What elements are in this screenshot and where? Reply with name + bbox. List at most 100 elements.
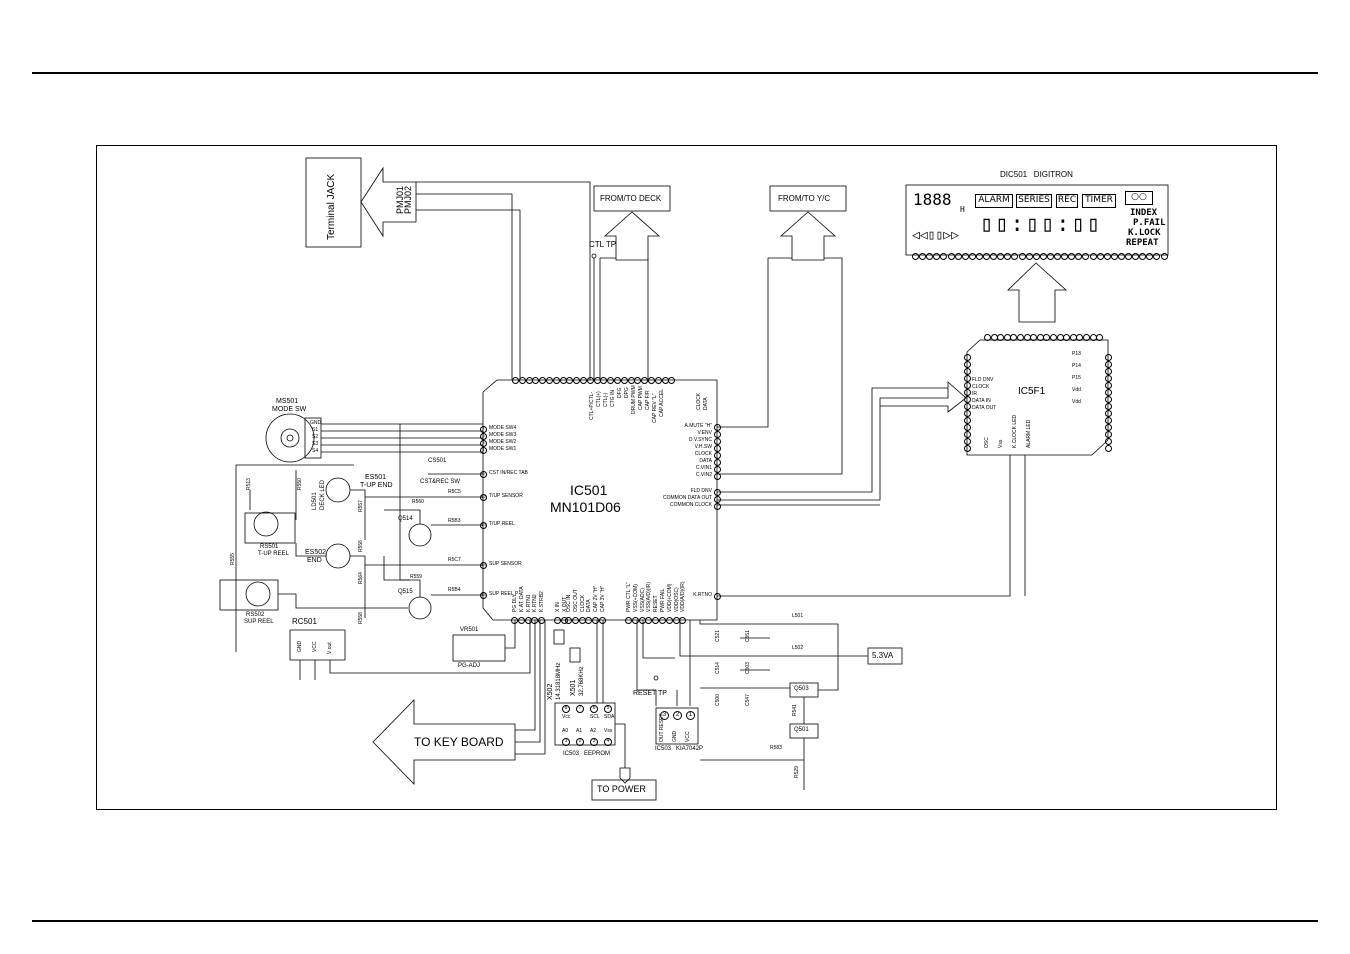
- vr501-label: VR501: [460, 627, 479, 633]
- r583-label: R583: [770, 745, 782, 751]
- ic501-bottom-pin-label: CAP 2V "H": [593, 585, 600, 612]
- digitron-pin-dot: [1153, 253, 1161, 260]
- vfd-cassette-icon: ○○: [1125, 191, 1153, 205]
- ic501-bottom-pin-dot: [665, 617, 673, 624]
- ic501-bottom-pin-label: CLOCK: [579, 594, 586, 612]
- reset-pin-name: OUT RESET: [659, 713, 665, 742]
- ic501-top-pin-dot: [641, 377, 649, 384]
- to-power-label: TO POWER: [597, 784, 646, 794]
- ic501-bottom-pin-label: VDD(+COM): [666, 583, 673, 612]
- s2-pin: S2: [312, 434, 319, 440]
- ic5f1-label: IC5F1: [1018, 386, 1046, 397]
- from-to-yc-label: FROM/TO Y/C: [778, 194, 831, 203]
- ic5f1-top-pin-dot: [1056, 334, 1064, 341]
- ic503-eeprom-label: IC503 EEPROM: [563, 751, 611, 757]
- ic5f1-side-pin-dot: [1105, 389, 1112, 396]
- eeprom-pin-num: 5: [604, 705, 612, 713]
- ic5f1-side-pin-dot: [964, 375, 971, 382]
- ic501-bottom-pin-dot: [531, 617, 539, 624]
- ic5f1-top-pin-dot: [1050, 334, 1057, 341]
- ic501-bottom-pin-label: K.STRB2: [539, 591, 546, 612]
- vfd-index: INDEX: [1130, 208, 1158, 218]
- ic501-top-pin-dot: [552, 377, 560, 384]
- ic5f1-side-pin-dot: [964, 368, 971, 375]
- ic5f1-right-pin: Vdd: [1072, 399, 1081, 405]
- ic501-part: MN101D06: [550, 499, 621, 515]
- ic501-top-pin-dot: [532, 377, 540, 384]
- digitron-pin-dot: [919, 253, 927, 260]
- x502-label: X502: [547, 683, 554, 700]
- digitron-pin-dot: [1103, 253, 1111, 260]
- top-rule: [32, 72, 1318, 74]
- vfd-rec: REC: [1056, 194, 1078, 208]
- l502-label: L502: [792, 645, 804, 651]
- ic501-top-pin-dot: [559, 377, 567, 384]
- ic5f1-bottom-pin: K.CLOCK LED: [1012, 414, 1018, 448]
- eeprom-pin-name: SDA: [604, 714, 615, 720]
- ic503-reset-label: IC503 KIA7042P: [655, 746, 704, 752]
- digitron-pin-dot: [933, 253, 941, 260]
- ic501-top-pin-dot: [668, 377, 676, 384]
- digitron-pin-dot: [1082, 253, 1090, 260]
- ic5f1-side-pin-dot: [964, 403, 971, 410]
- ic501-bottom-pin-dot: [625, 617, 632, 624]
- ic5f1-top-pin-dot: [1023, 334, 1031, 341]
- ic5f1-side-pin-dot: [964, 431, 971, 438]
- ic501-right-pin-dot: [714, 593, 721, 600]
- ic501-right-pin-label: V.H.SW: [694, 444, 712, 450]
- digitron-pin-dot: [1018, 253, 1026, 260]
- ic5f1-side-pin-dot: [1105, 354, 1112, 361]
- ic5f1-top-pin-dot: [1096, 334, 1104, 341]
- ic501-left-pin-label: MODE SW2: [489, 439, 517, 445]
- ic501-bottom-pin-label: VDD(A/D)(IR): [680, 581, 687, 612]
- r558-label: R558: [358, 612, 364, 624]
- ic501-top-pin-dot: [586, 377, 594, 384]
- eeprom-pin-name: A1: [576, 728, 583, 734]
- ic501-top-pin-dot: [614, 377, 621, 384]
- ic5f1-left-pin: DATA OUT: [972, 405, 997, 411]
- reset-pin-name: GND: [672, 730, 678, 742]
- r556-label: R556: [358, 540, 364, 552]
- ic501-right-pin-dot: [714, 496, 721, 503]
- reset-tp-label: RESET TP: [633, 690, 667, 697]
- digitron-pin-dot: [1011, 253, 1019, 260]
- ic501-name: IC501: [570, 482, 608, 498]
- ic501-top-pin-dot: [654, 377, 662, 384]
- cst-rec-sw-label: CST&REC SW: [420, 479, 461, 485]
- ic501-right-pin-label: DATA: [699, 458, 712, 464]
- ic5f1-side-pin-dot: [1105, 417, 1112, 424]
- ic501-top-pin-dot: [580, 377, 587, 384]
- r529-label: R529: [794, 766, 800, 778]
- vfd-timer: TIMER: [1082, 194, 1116, 208]
- ic501-top-pin-label: CAP ACCEL: [659, 388, 665, 417]
- ic501-left-pin-num: 5: [480, 440, 487, 447]
- ic501-top-pin-label: CTL(+): [596, 391, 602, 408]
- digitron-pin-dot: [1046, 253, 1054, 260]
- digitron-pin-dot: [1117, 253, 1125, 260]
- r5c7-label: R5C7: [448, 557, 461, 563]
- ic5f1-side-pin-dot: [1105, 368, 1112, 375]
- ic501-bottom-pin-dot: [672, 617, 680, 624]
- digitron-pin-dot: [1061, 253, 1069, 260]
- ic501-left-pin-label: SUP REEL P: [489, 591, 519, 597]
- ic5f1-side-pin-dot: [964, 382, 971, 389]
- ic501-right-pin-label: V.ENV: [697, 430, 712, 436]
- ic501-bottom-pin-dot: [517, 617, 525, 624]
- r5b4-label: R5B4: [448, 587, 461, 593]
- vfd-tape-icon: ◁◁▯▯▷▷: [912, 228, 959, 243]
- l501-label: L501: [792, 613, 804, 619]
- ic501-bottom-pin-label: VSS(ADC): [639, 588, 646, 612]
- deck-led-label: DECK LED: [320, 479, 326, 510]
- s1-pin: S1: [312, 427, 319, 433]
- ic5f1-side-pin-dot: [1105, 382, 1112, 389]
- s3-pin: S3: [312, 441, 319, 447]
- digitron-pin-dot: [1089, 253, 1097, 260]
- eeprom-pin-name: Vss: [604, 728, 613, 734]
- ic501-bottom-pin-label: VDD(OSC): [673, 587, 680, 612]
- q515-label: Q515: [398, 589, 413, 595]
- ic501-left-pin-num: 6: [480, 433, 487, 440]
- eeprom-pin-name: A0: [562, 728, 569, 734]
- ic501-top-pin-label: CAP PWM: [638, 386, 644, 411]
- q503-label: Q503: [794, 686, 809, 692]
- ic5f1-side-pin-dot: [964, 396, 971, 403]
